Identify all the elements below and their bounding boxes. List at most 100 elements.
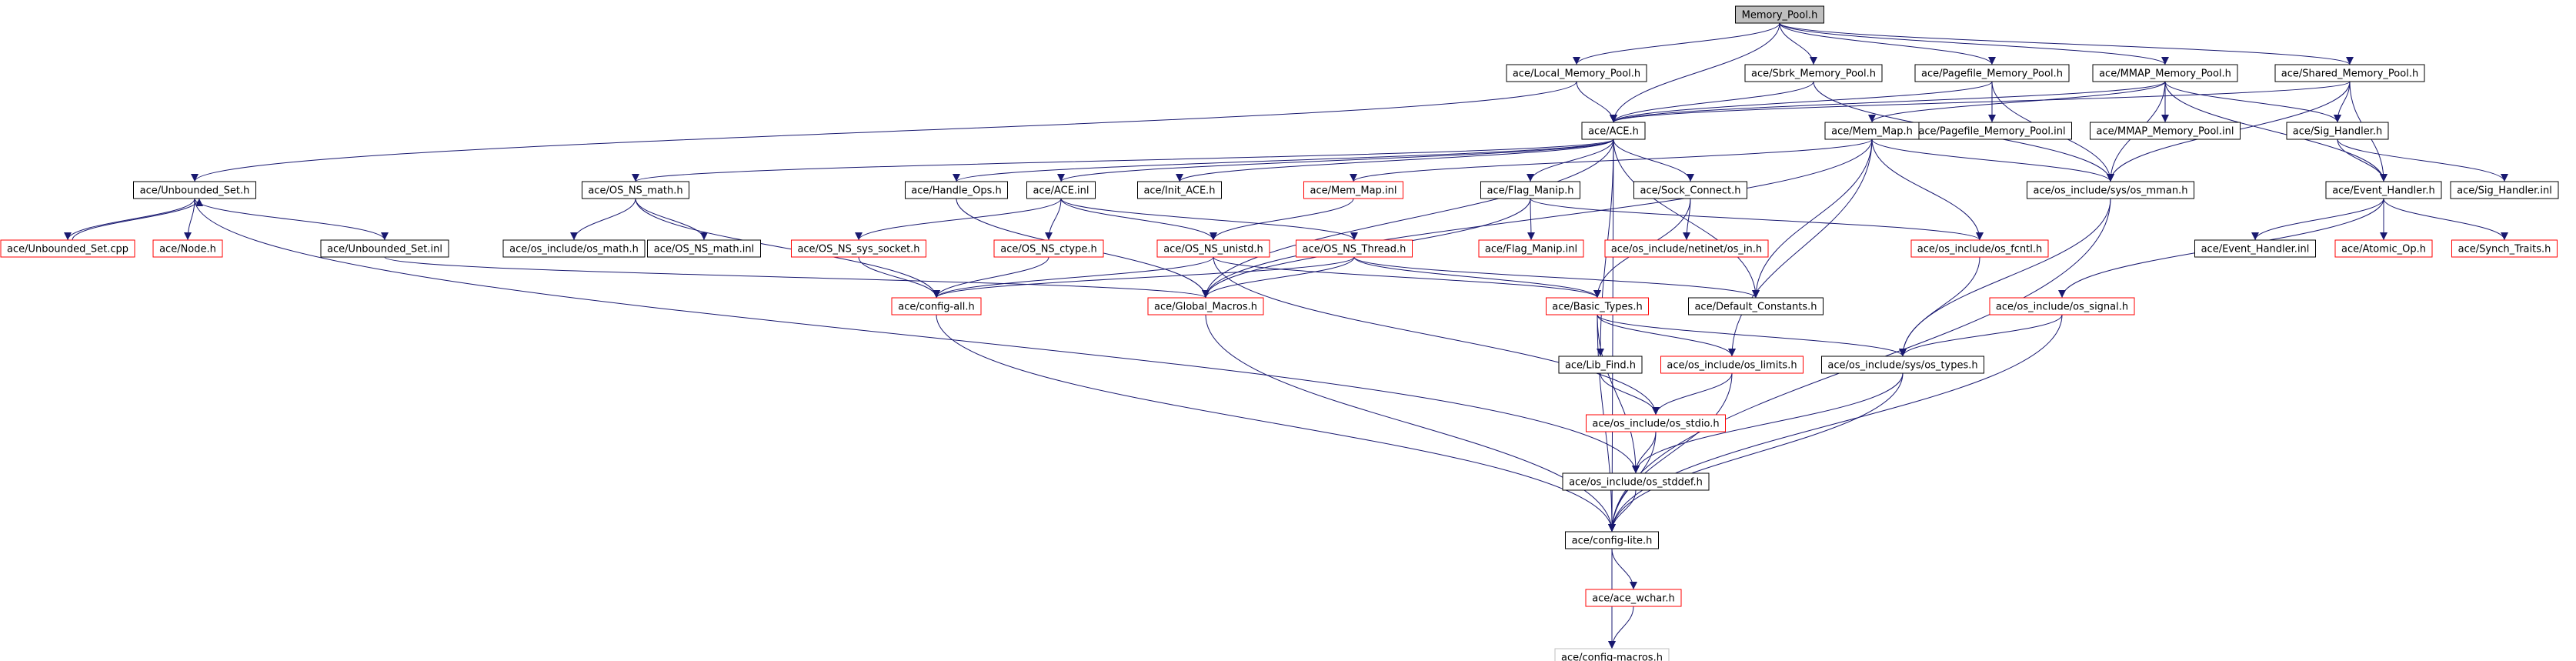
node-ace-node-h[interactable]: ace/Node.h <box>152 239 223 258</box>
edge-n30-n40 <box>1213 256 1601 299</box>
node-ace-mmap-memory-pool-h[interactable]: ace/MMAP_Memory_Pool.h <box>2092 64 2238 82</box>
node-ace-unbounded-set-cpp[interactable]: ace/Unbounded_Set.cpp <box>0 239 135 258</box>
node-box <box>0 239 135 258</box>
node-ace-ace-h[interactable]: ace/ACE.h <box>1581 122 1646 140</box>
node-ace-config-all-h[interactable]: ace/config-all.h <box>891 297 982 315</box>
node-label: ace/Flag_Manip.inl <box>1485 244 1577 255</box>
node-ace-os-include-os-signal-h[interactable]: ace/os_include/os_signal.h <box>1989 297 2135 315</box>
node-label: ace/os_include/os_stddef.h <box>1569 477 1703 489</box>
node-box <box>791 239 926 258</box>
node-label: ace/Event_Handler.h <box>2332 185 2435 197</box>
node-box <box>1586 414 1726 432</box>
node-ace-os-ns-ctype-h[interactable]: ace/OS_NS_ctype.h <box>993 239 1104 258</box>
edge-n28-n38 <box>858 256 940 299</box>
edge-n21-n37 <box>2383 198 2508 241</box>
node-ace-synch-traits-h[interactable]: ace/Synch_Traits.h <box>2451 239 2558 258</box>
node-ace-os-include-os-limits-h[interactable]: ace/os_include/os_limits.h <box>1660 356 1804 374</box>
node-ace-os-ns-sys-socket-h[interactable]: ace/OS_NS_sys_socket.h <box>791 239 926 258</box>
node-box <box>1026 181 1096 199</box>
node-label: ace/config-all.h <box>898 302 975 313</box>
node-ace-event-handler-inl[interactable]: ace/Event_Handler.inl <box>2194 239 2316 258</box>
node-ace-event-handler-h[interactable]: ace/Event_Handler.h <box>2325 181 2442 199</box>
node-ace-os-include-sys-os-mman-h[interactable]: ace/os_include/sys/os_mman.h <box>2027 181 2194 199</box>
node-ace-local-memory-pool-h[interactable]: ace/Local_Memory_Pool.h <box>1506 64 1647 82</box>
node-ace-ace-wchar-h[interactable]: ace/ace_wchar.h <box>1585 589 1682 607</box>
node-label: ace/config-lite.h <box>1572 536 1653 547</box>
node-box <box>1604 239 1769 258</box>
edge-n07-n19 <box>1613 139 1694 182</box>
node-ace-unbounded-set-h[interactable]: ace/Unbounded_Set.h <box>133 181 256 199</box>
node-box <box>1910 239 2049 258</box>
node-ace-default-constants-h[interactable]: ace/Default_Constants.h <box>1688 297 1824 315</box>
node-box <box>582 181 689 199</box>
node-ace-mem-map-h[interactable]: ace/Mem_Map.h <box>1824 122 1920 140</box>
node-box <box>2090 122 2241 140</box>
node-ace-os-include-sys-os-types-h[interactable]: ace/os_include/sys/os_types.h <box>1821 356 1984 374</box>
node-box <box>1137 181 1222 199</box>
node-ace-global-macros-h[interactable]: ace/Global_Macros.h <box>1147 297 1264 315</box>
node-ace-handle-ops-h[interactable]: ace/Handle_Ops.h <box>905 181 1008 199</box>
edge-n47-n48 <box>1608 489 1637 532</box>
node-ace-mmap-memory-pool-inl[interactable]: ace/MMAP_Memory_Pool.inl <box>2090 122 2241 140</box>
node-box <box>1824 122 1920 140</box>
edge-n01-n04 <box>1779 22 1996 65</box>
node-ace-os-ns-math-h[interactable]: ace/OS_NS_math.h <box>582 181 689 199</box>
edge-n29-n38 <box>933 256 1049 299</box>
edge-n09-n41 <box>1752 139 1873 299</box>
node-box <box>993 239 1104 258</box>
node-ace-os-include-os-math-h[interactable]: ace/os_include/os_math.h <box>502 239 646 258</box>
node-ace-flag-manip-h[interactable]: ace/Flag_Manip.h <box>1480 181 1580 199</box>
node-ace-atomic-op-h[interactable]: ace/Atomic_Op.h <box>2334 239 2433 258</box>
node-ace-unbounded-set-inl[interactable]: ace/Unbounded_Set.inl <box>320 239 449 258</box>
node-ace-os-include-os-fcntl-h[interactable]: ace/os_include/os_fcntl.h <box>1910 239 2049 258</box>
node-ace-ace-inl[interactable]: ace/ACE.inl <box>1026 181 1096 199</box>
node-label: ace/config-macros.h <box>1561 653 1663 661</box>
edge-n06-n11 <box>2334 81 2351 123</box>
edge-n18-n34 <box>1530 198 1984 241</box>
node-label: ace/Mem_Map.h <box>1831 126 1913 138</box>
node-ace-os-ns-thread-h[interactable]: ace/OS_NS_Thread.h <box>1296 239 1413 258</box>
node-box <box>2027 181 2194 199</box>
node-label: ace/os_include/os_math.h <box>509 244 639 255</box>
node-ace-pagefile-memory-pool-inl[interactable]: ace/Pagefile_Memory_Pool.inl <box>1912 122 2072 140</box>
node-ace-os-ns-math-inl[interactable]: ace/OS_NS_math.inl <box>647 239 761 258</box>
node-label: ace/os_include/os_limits.h <box>1667 360 1797 372</box>
node-ace-lib-find-h[interactable]: ace/Lib_Find.h <box>1558 356 1643 374</box>
node-ace-os-include-os-stdio-h[interactable]: ace/os_include/os_stdio.h <box>1586 414 1726 432</box>
node-label: ace/Global_Macros.h <box>1154 302 1257 313</box>
edge-n18-n32 <box>1527 198 1535 241</box>
node-ace-mem-map-inl[interactable]: ace/Mem_Map.inl <box>1303 181 1403 199</box>
node-ace-os-include-os-stddef-h[interactable]: ace/os_include/os_stddef.h <box>1562 472 1710 491</box>
node-ace-sig-handler-h[interactable]: ace/Sig_Handler.h <box>2286 122 2389 140</box>
node-ace-config-macros-h[interactable]: ace/config-macros.h <box>1554 648 1670 661</box>
node-ace-sbrk-memory-pool-h[interactable]: ace/Sbrk_Memory_Pool.h <box>1744 64 1883 82</box>
node-memory-pool-h[interactable]: Memory_Pool.h <box>1735 5 1824 24</box>
node-label: ace/Unbounded_Set.h <box>140 185 250 197</box>
edge-n02-n12 <box>191 81 1577 182</box>
node-box <box>2450 181 2559 199</box>
edge-n02-n07 <box>1576 81 1617 123</box>
node-ace-init-ace-h[interactable]: ace/Init_ACE.h <box>1137 181 1222 199</box>
node-ace-os-include-netinet-os-in-h[interactable]: ace/os_include/netinet/os_in.h <box>1604 239 1769 258</box>
node-label: ace/os_include/sys/os_types.h <box>1827 360 1977 372</box>
edge-n01-n03 <box>1779 22 1817 65</box>
node-ace-flag-manip-inl[interactable]: ace/Flag_Manip.inl <box>1478 239 1584 258</box>
node-ace-basic-types-h[interactable]: ace/Basic_Types.h <box>1546 297 1649 315</box>
edge-n13-n27 <box>635 198 708 241</box>
node-ace-shared-memory-pool-h[interactable]: ace/Shared_Memory_Pool.h <box>2274 64 2425 82</box>
edge-n20-n45 <box>1899 198 2111 357</box>
node-box <box>1585 589 1682 607</box>
node-ace-pagefile-memory-pool-h[interactable]: ace/Pagefile_Memory_Pool.h <box>1914 64 2070 82</box>
edge-n15-n29 <box>1045 198 1062 241</box>
node-label: ace/os_include/os_fcntl.h <box>1917 244 2042 255</box>
node-ace-config-lite-h[interactable]: ace/config-lite.h <box>1565 531 1659 549</box>
node-box <box>1821 356 1984 374</box>
node-ace-os-ns-unistd-h[interactable]: ace/OS_NS_unistd.h <box>1156 239 1270 258</box>
node-label: ace/MMAP_Memory_Pool.h <box>2099 68 2231 80</box>
edge-n07-n15 <box>1057 139 1614 182</box>
edge-n15-n30 <box>1060 198 1217 241</box>
node-label: ace/Pagefile_Memory_Pool.inl <box>1918 126 2065 138</box>
node-ace-sock-connect-h[interactable]: ace/Sock_Connect.h <box>1633 181 1747 199</box>
edge-n05-n07 <box>1610 81 2166 123</box>
node-ace-sig-handler-inl[interactable]: ace/Sig_Handler.inl <box>2450 181 2559 199</box>
